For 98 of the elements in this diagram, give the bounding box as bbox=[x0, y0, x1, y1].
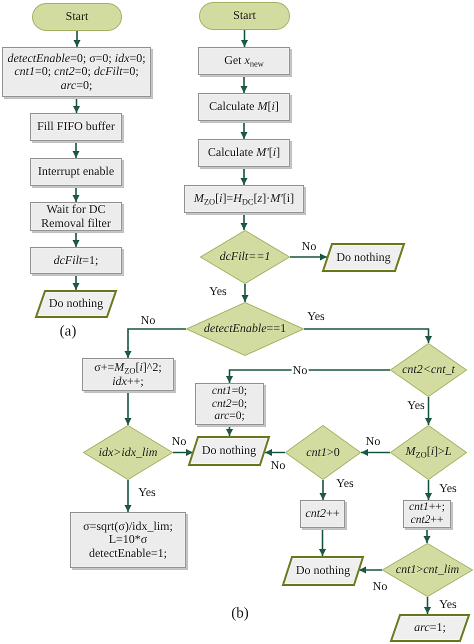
decision-diamond bbox=[83, 425, 173, 480]
arrow bbox=[173, 449, 193, 456]
process-box bbox=[195, 383, 264, 425]
arrow bbox=[242, 284, 248, 302]
node-text: Start bbox=[66, 10, 88, 24]
process-box bbox=[184, 185, 304, 213]
arrow bbox=[425, 397, 432, 425]
node-text: Fill FIFO buffer bbox=[37, 120, 115, 134]
node-text: cnt2<cnt_t bbox=[402, 363, 455, 377]
node-text: dcFilt=1; bbox=[54, 254, 98, 268]
terminal-shape bbox=[199, 2, 290, 30]
terminal-shape bbox=[32, 3, 122, 31]
edge-label: Yes bbox=[335, 477, 355, 489]
panel-label: (a) bbox=[58, 324, 78, 340]
decision-diamond bbox=[285, 425, 361, 480]
arrow bbox=[72, 141, 80, 158]
process-box bbox=[82, 358, 174, 391]
node-text: σ=sqrt(σ)/idx_lim; L=10*σ detectEnable=1; bbox=[82, 520, 174, 560]
arrow bbox=[240, 75, 248, 93]
arrow bbox=[290, 254, 327, 260]
node-text: Calculate M[i] bbox=[209, 100, 279, 114]
arrow bbox=[424, 528, 430, 543]
node-text: Start bbox=[233, 9, 256, 23]
arrow bbox=[425, 480, 432, 500]
edge-label: No bbox=[170, 435, 188, 447]
process-box bbox=[198, 93, 290, 121]
io-parallelogram bbox=[390, 614, 470, 642]
node-text: Interrupt enable bbox=[38, 165, 114, 179]
process-box bbox=[30, 202, 122, 231]
node-text: Do nothing bbox=[296, 564, 350, 578]
process-box bbox=[30, 113, 122, 141]
arrow bbox=[226, 369, 390, 383]
node-text: arc=1; bbox=[414, 621, 446, 635]
arrow bbox=[424, 597, 431, 614]
node-text: M$_{ZO}$[i]>L bbox=[406, 445, 452, 460]
decision-diamond bbox=[200, 230, 290, 284]
arrow bbox=[320, 480, 326, 500]
node-text: Do nothing bbox=[48, 297, 104, 311]
arrow bbox=[361, 449, 390, 456]
edge-label: Yes bbox=[137, 486, 157, 498]
node-text: Get x$_{new}$ bbox=[224, 54, 264, 68]
edge-label: No bbox=[140, 314, 156, 326]
arrow bbox=[74, 31, 80, 47]
process-box bbox=[30, 247, 122, 274]
node-text: M$_{ZO}$[i]=H$_{DC}$[z]·M'[i] bbox=[194, 192, 294, 206]
decision-diamond bbox=[390, 343, 467, 397]
process-box bbox=[198, 139, 290, 167]
edge-label: Yes bbox=[208, 285, 228, 297]
arrow bbox=[72, 186, 80, 202]
arrow bbox=[73, 97, 80, 113]
node-text: Calculate M'[i] bbox=[208, 146, 280, 160]
io-parallelogram bbox=[282, 556, 364, 586]
arrow bbox=[319, 528, 326, 556]
edge-label: Yes bbox=[406, 399, 426, 411]
arrow bbox=[124, 480, 132, 512]
decision-diamond bbox=[390, 425, 467, 480]
arrow bbox=[304, 328, 432, 343]
node-text: Do nothing bbox=[202, 444, 256, 458]
panel-label: (b) bbox=[230, 606, 250, 622]
decision-diamond bbox=[186, 302, 304, 356]
arrow bbox=[359, 566, 382, 574]
node-text: Wait for DC Removal filter bbox=[40, 203, 112, 230]
edge-label: No bbox=[372, 580, 388, 592]
node-text: σ+=M$_{ZO}$[i]^2; idx++; bbox=[93, 360, 163, 388]
edge-label: No bbox=[364, 435, 382, 447]
process-box bbox=[70, 512, 186, 568]
process-box bbox=[403, 500, 451, 528]
node-text: dcFilt==1 bbox=[220, 250, 270, 264]
io-parallelogram bbox=[322, 243, 405, 272]
io-parallelogram bbox=[35, 290, 117, 318]
edge-label: No bbox=[300, 240, 318, 252]
edge-label: Yes bbox=[438, 482, 458, 494]
process-box bbox=[198, 47, 290, 75]
arrow bbox=[240, 167, 248, 185]
node-text: detectEnable=0; σ=0; idx=0; cnt1=0; cnt2=0; dcFilt=0; arc=0; bbox=[6, 52, 147, 92]
edge-label: No bbox=[292, 364, 308, 376]
node-text: cnt1>cnt_lim bbox=[396, 563, 460, 577]
node-text: idx>idx_lim bbox=[98, 446, 158, 460]
edge-label: Yes bbox=[438, 598, 458, 610]
edge-label: No bbox=[270, 459, 286, 471]
arrow bbox=[124, 328, 186, 358]
arrow bbox=[265, 449, 285, 456]
arrow bbox=[240, 213, 248, 230]
process-box bbox=[300, 500, 345, 528]
process-box bbox=[30, 158, 122, 186]
io-parallelogram bbox=[188, 436, 270, 466]
arrow bbox=[72, 274, 80, 290]
node-text: cnt2++ bbox=[305, 507, 340, 521]
arrow bbox=[241, 30, 248, 47]
edge-label: Yes bbox=[306, 310, 326, 322]
arrow bbox=[124, 391, 132, 425]
node-text: detectEnable==1 bbox=[204, 322, 286, 336]
node-text: cnt1++; cnt2++ bbox=[408, 501, 446, 527]
node-text: cnt1>0 bbox=[306, 446, 340, 460]
arrow bbox=[240, 121, 248, 139]
node-text: cnt1=0; cnt2=0; arc=0; bbox=[210, 385, 248, 423]
node-text: Do nothing bbox=[336, 250, 391, 264]
arrow bbox=[72, 231, 80, 247]
